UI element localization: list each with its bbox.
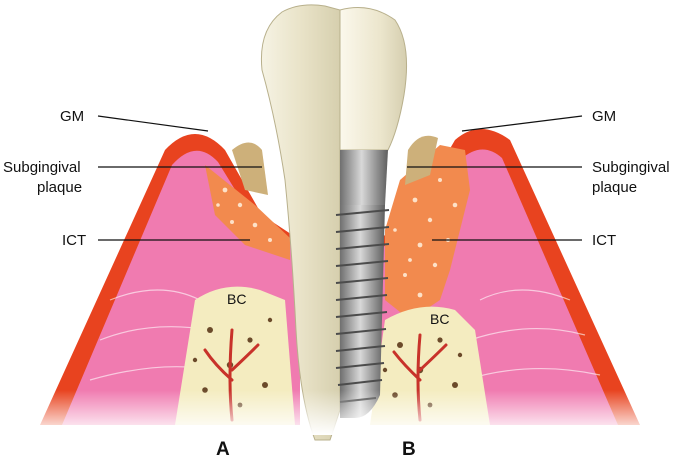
label-gm-left: GM bbox=[60, 108, 84, 125]
label-plaque-left: plaque bbox=[37, 179, 82, 196]
label-ict-right: ICT bbox=[592, 232, 616, 249]
implant-crown bbox=[340, 8, 407, 150]
panel-label-a: A bbox=[216, 439, 230, 460]
label-ict-left: ICT bbox=[62, 232, 86, 249]
label-plaque-right: plaque bbox=[592, 179, 637, 196]
bottom-fade bbox=[0, 390, 685, 435]
label-subgingival-right: Subgingival bbox=[592, 159, 670, 176]
label-gm-right: GM bbox=[592, 108, 616, 125]
label-bc-left: BC bbox=[227, 291, 246, 307]
panel-label-b: B bbox=[402, 439, 416, 460]
label-bc-right: BC bbox=[430, 311, 449, 327]
implant-abutment bbox=[340, 150, 388, 205]
label-subgingival-left: Subgingival bbox=[3, 159, 81, 176]
